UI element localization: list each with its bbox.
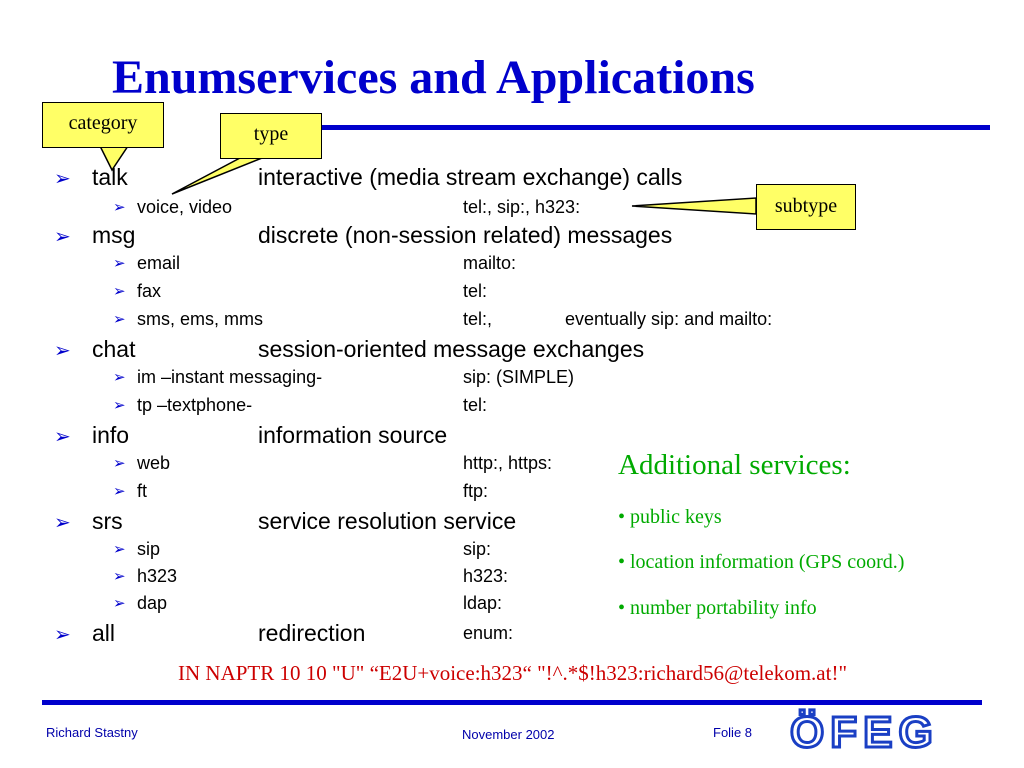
uri-im: sip: (SIMPLE) xyxy=(463,367,575,387)
category-callout-label: category xyxy=(68,112,138,134)
subtype-callout-label: subtype xyxy=(774,195,838,217)
uri-web: http:, https: xyxy=(463,453,553,473)
uri-fax: tel: xyxy=(463,281,488,301)
footer-rule xyxy=(42,700,982,705)
subtype-callout: subtype xyxy=(756,184,856,230)
bullet-arrow-icon: ➢ xyxy=(54,226,71,248)
category-info: info xyxy=(92,422,130,448)
category-chat: chat xyxy=(92,336,136,362)
note-sms: eventually sip: and mailto: xyxy=(565,309,773,329)
type-callout-label: type xyxy=(253,123,289,145)
sub-bullet-arrow-icon: ➢ xyxy=(113,255,126,272)
sub-tp: tp –textphone- xyxy=(137,395,253,415)
desc-all: redirection xyxy=(258,620,366,646)
desc-info: information source xyxy=(258,422,448,448)
bullet-arrow-icon: ➢ xyxy=(54,426,71,448)
sub-bullet-arrow-icon: ➢ xyxy=(113,311,126,328)
slide-title: Enumservices and Applications xyxy=(112,51,755,104)
bullet-arrow-icon: ➢ xyxy=(54,168,71,190)
subtype-pointer xyxy=(631,197,757,215)
sub-bullet-arrow-icon: ➢ xyxy=(113,541,126,558)
additional-heading: Additional services: xyxy=(618,449,851,481)
footer-author: Richard Stastny xyxy=(46,725,138,740)
sub-dap: dap xyxy=(137,593,168,613)
uri-all: enum: xyxy=(463,623,514,643)
uri-voice-video: tel:, sip:, h323: xyxy=(463,197,581,217)
category-srs: srs xyxy=(92,508,123,534)
sub-bullet-arrow-icon: ➢ xyxy=(113,595,126,612)
ofeg-logo: ÖFEG xyxy=(789,707,939,759)
sub-h323: h323 xyxy=(137,566,178,586)
sub-bullet-arrow-icon: ➢ xyxy=(113,568,126,585)
sub-bullet-arrow-icon: ➢ xyxy=(113,455,126,472)
title-rule xyxy=(322,125,990,130)
uri-h323: h323: xyxy=(463,566,509,586)
uri-dap: ldap: xyxy=(463,593,503,613)
sub-bullet-arrow-icon: ➢ xyxy=(113,369,126,386)
category-all: all xyxy=(92,620,116,646)
type-pointer xyxy=(171,157,263,195)
sub-bullet-arrow-icon: ➢ xyxy=(113,283,126,300)
sub-sms: sms, ems, mms xyxy=(137,309,263,329)
desc-srs: service resolution service xyxy=(258,508,517,534)
naptr-example: IN NAPTR 10 10 "U" “E2U+voice:h323“ "!^.… xyxy=(178,661,848,685)
bullet-arrow-icon: ➢ xyxy=(54,624,71,646)
bullet-arrow-icon: ➢ xyxy=(54,340,71,362)
footer-page: Folie 8 xyxy=(713,725,753,740)
sub-email: email xyxy=(137,253,181,273)
sub-bullet-arrow-icon: ➢ xyxy=(113,483,126,500)
additional-item-public-keys: • public keys xyxy=(618,506,722,528)
category-msg: msg xyxy=(92,222,136,248)
uri-email: mailto: xyxy=(463,253,517,273)
sub-web: web xyxy=(137,453,171,473)
desc-chat: session-oriented message exchanges xyxy=(258,336,645,362)
desc-msg: discrete (non-session related) messages xyxy=(258,222,673,248)
uri-tp: tel: xyxy=(463,395,488,415)
sub-bullet-arrow-icon: ➢ xyxy=(113,199,126,216)
additional-item-portability: • number portability info xyxy=(618,597,817,619)
sub-voice-video: voice, video xyxy=(137,197,233,217)
sub-ft: ft xyxy=(137,481,148,501)
category-talk: talk xyxy=(92,164,128,190)
sub-bullet-arrow-icon: ➢ xyxy=(113,397,126,414)
uri-ft: ftp: xyxy=(463,481,489,501)
bullet-arrow-icon: ➢ xyxy=(54,512,71,534)
uri-sip: sip: xyxy=(463,539,492,559)
sub-sip: sip xyxy=(137,539,161,559)
category-callout: category xyxy=(42,102,164,148)
sub-im: im –instant messaging- xyxy=(137,367,323,387)
desc-talk: interactive (media stream exchange) call… xyxy=(258,164,683,190)
uri-sms: tel:, xyxy=(463,309,493,329)
type-callout: type xyxy=(220,113,322,159)
footer-date: November 2002 xyxy=(462,727,555,742)
sub-fax: fax xyxy=(137,281,162,301)
additional-item-location: • location information (GPS coord.) xyxy=(618,551,905,573)
